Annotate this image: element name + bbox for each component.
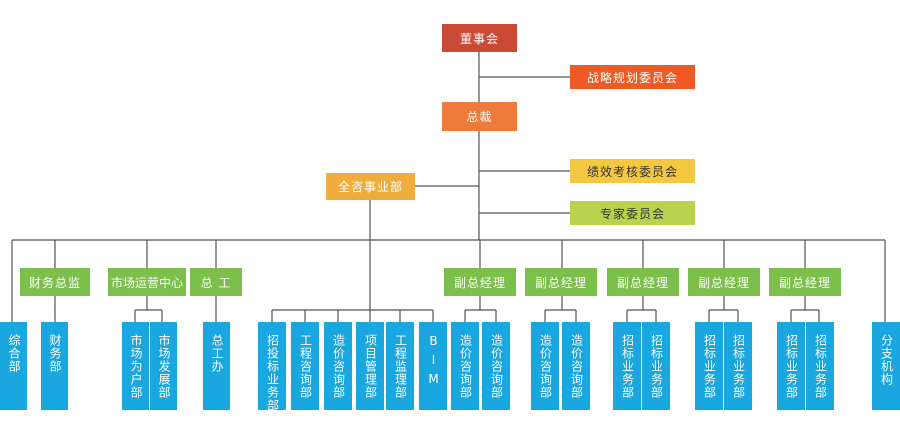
department-node: 市场发展部 xyxy=(150,322,177,410)
department-label: 招标业务部 xyxy=(649,334,664,399)
department-node: 造价咨询部 xyxy=(562,322,590,410)
department-node: 工程监理部 xyxy=(386,322,414,410)
department-node: 招标业务部 xyxy=(642,322,670,410)
consulting-division-node: 全咨事业部 xyxy=(326,173,415,200)
department-node: 招标业务部 xyxy=(695,322,723,410)
department-label: 招标业务部 xyxy=(702,334,717,399)
department-node: 招标业务部 xyxy=(724,322,752,410)
department-node: BIM xyxy=(419,322,447,410)
vice-gm-node: 副总经理 xyxy=(607,268,679,296)
ceo-node: 总裁 xyxy=(442,102,517,131)
department-label: 招标业务部 xyxy=(813,334,828,399)
department-label: 财务部 xyxy=(48,334,62,373)
department-label: 市场为户部 xyxy=(129,334,143,399)
department-label: 招标业务部 xyxy=(784,334,799,399)
performance-committee-node: 绩效考核委员会 xyxy=(570,159,695,183)
department-label: 工程监理部 xyxy=(393,334,408,399)
board-node: 董事会 xyxy=(442,24,517,52)
department-label: 综合部 xyxy=(7,334,21,373)
department-label: 总工办 xyxy=(210,334,224,373)
finance-director-node: 财务总监 xyxy=(20,268,90,296)
market-center-node: 市场运营中心 xyxy=(108,268,186,296)
vice-gm-node: 副总经理 xyxy=(769,268,841,296)
department-node: 综合部 xyxy=(0,322,27,410)
department-label: 造价咨询部 xyxy=(538,334,553,399)
chief-engineer-node: 总 工 xyxy=(190,268,242,296)
department-node: 招标业务部 xyxy=(613,322,641,410)
vice-gm-node: 副总经理 xyxy=(525,268,597,296)
department-label: 招投标业务部 xyxy=(265,334,280,412)
department-node: 项目管理部 xyxy=(356,322,384,410)
department-label: 招标业务部 xyxy=(731,334,746,399)
department-node: 招标业务部 xyxy=(777,322,805,410)
department-node: 工程咨询部 xyxy=(291,322,319,410)
department-label: BIM xyxy=(426,334,441,391)
department-label: 造价咨询部 xyxy=(331,334,346,399)
department-node: 总工办 xyxy=(203,322,230,410)
department-node: 招标业务部 xyxy=(806,322,834,410)
department-label: 工程咨询部 xyxy=(298,334,313,399)
department-node: 分支机构 xyxy=(872,322,900,410)
department-label: 分支机构 xyxy=(879,334,894,386)
vice-gm-node: 副总经理 xyxy=(688,268,760,296)
department-label: 项目管理部 xyxy=(363,334,378,399)
strategy-committee-node: 战略规划委员会 xyxy=(570,65,695,89)
department-node: 造价咨询部 xyxy=(531,322,559,410)
department-label: 造价咨询部 xyxy=(458,334,473,399)
department-node: 财务部 xyxy=(41,322,68,410)
department-node: 造价咨询部 xyxy=(451,322,479,410)
department-node: 招投标业务部 xyxy=(258,322,286,412)
department-label: 市场发展部 xyxy=(157,334,171,399)
department-node: 造价咨询部 xyxy=(324,322,352,410)
department-node: 市场为户部 xyxy=(122,322,149,410)
department-node: 造价咨询部 xyxy=(482,322,510,410)
expert-committee-node: 专家委员会 xyxy=(570,201,695,225)
department-label: 造价咨询部 xyxy=(489,334,504,399)
department-label: 招标业务部 xyxy=(620,334,635,399)
vice-gm-node: 副总经理 xyxy=(444,268,516,296)
department-label: 造价咨询部 xyxy=(569,334,584,399)
